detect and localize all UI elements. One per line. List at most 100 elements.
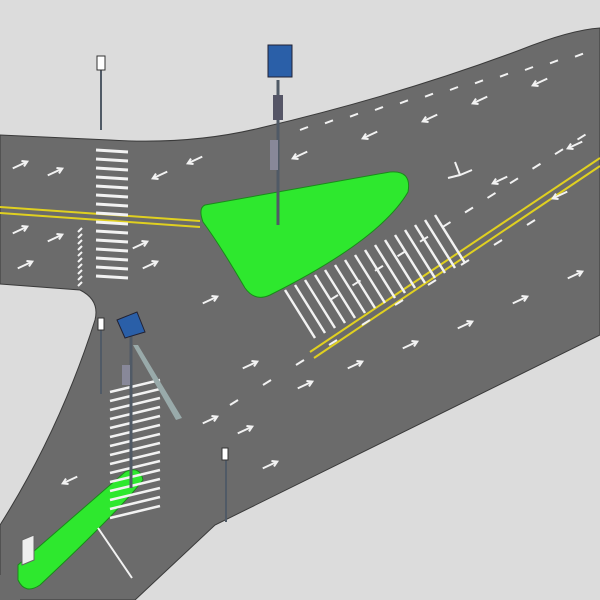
lane-arrow-icon bbox=[185, 155, 203, 165]
lane-arrow-icon bbox=[550, 190, 568, 200]
lane-dash bbox=[399, 99, 409, 105]
lane-dash bbox=[499, 72, 509, 78]
direction-symbol-icon bbox=[447, 161, 473, 179]
lane-dash bbox=[229, 399, 239, 406]
lane-dash bbox=[329, 294, 339, 301]
sign-pole-mid bbox=[97, 317, 105, 394]
arrow-head bbox=[490, 177, 499, 185]
arrow-shaft bbox=[567, 140, 583, 150]
arrow-head bbox=[151, 260, 160, 268]
lane-dash bbox=[474, 79, 484, 85]
lane-dash bbox=[419, 235, 429, 243]
lane-dashes bbox=[229, 52, 587, 406]
stop-line bbox=[77, 239, 83, 245]
lane-dash bbox=[396, 250, 407, 258]
arrow-head bbox=[246, 425, 255, 433]
crosswalk-stripe bbox=[323, 269, 357, 319]
crosswalk-stripe bbox=[303, 279, 337, 329]
arrow-head bbox=[360, 132, 369, 140]
lane-arrow-icon bbox=[347, 360, 365, 370]
crosswalk-stripe bbox=[109, 504, 161, 520]
lane-dash bbox=[374, 106, 384, 111]
stop-line bbox=[77, 281, 83, 287]
lane-dash bbox=[299, 126, 309, 131]
lane-arrow-icon bbox=[420, 113, 438, 123]
lane-arrow-icon bbox=[512, 295, 530, 305]
sign-pole-bottom bbox=[221, 447, 229, 522]
crosswalk-stripe bbox=[109, 423, 161, 439]
crosswalk-stripe bbox=[333, 264, 367, 314]
lane-arrow-icon bbox=[290, 150, 308, 160]
lane-dash bbox=[524, 66, 534, 71]
lane-dash bbox=[351, 279, 362, 287]
arrow-head bbox=[290, 152, 299, 160]
lane-arrow-icon bbox=[470, 95, 488, 105]
arrow-shaft bbox=[47, 167, 63, 177]
arrow-head bbox=[466, 320, 475, 328]
arrow-head bbox=[26, 260, 35, 268]
stop-line bbox=[77, 275, 83, 281]
crosswalk-stripe bbox=[433, 214, 467, 264]
arrow-shaft bbox=[132, 240, 148, 250]
stop-line bbox=[77, 245, 83, 251]
lane-dash bbox=[441, 221, 452, 228]
crosswalk-stripe bbox=[109, 459, 161, 475]
sign-pole-top bbox=[96, 55, 106, 130]
crosswalks bbox=[77, 148, 467, 520]
arrow-shaft bbox=[152, 170, 168, 180]
lane-arrow-icon bbox=[402, 340, 420, 350]
arrow-head bbox=[211, 295, 220, 303]
crosswalk-stripe bbox=[109, 477, 161, 493]
crosswalk-stripe bbox=[95, 274, 129, 280]
crosswalk-stripe bbox=[343, 259, 377, 309]
lane-dash bbox=[554, 148, 564, 156]
arrow-shaft bbox=[237, 425, 253, 435]
arrow-head bbox=[21, 225, 30, 233]
crosswalk-stripe bbox=[423, 219, 457, 269]
arrow-head bbox=[21, 160, 30, 168]
crosswalk-stripe bbox=[95, 247, 129, 253]
lane-dash bbox=[464, 206, 474, 214]
crosswalk-stripe bbox=[95, 256, 129, 262]
lane-dash bbox=[549, 59, 559, 65]
lane-arrow-icon bbox=[490, 175, 508, 185]
lane-dash bbox=[361, 319, 371, 326]
arrow-shaft bbox=[262, 460, 278, 470]
lane-arrow-icon bbox=[567, 270, 585, 280]
arrow-shaft bbox=[362, 130, 378, 140]
arrow-shaft bbox=[187, 155, 203, 165]
crosswalk-stripe bbox=[109, 450, 161, 466]
arrow-shaft bbox=[12, 160, 28, 170]
arrow-head bbox=[185, 157, 194, 165]
lane-dash bbox=[486, 192, 497, 199]
arrow-shaft bbox=[47, 233, 63, 243]
crosswalk-stripe bbox=[95, 157, 129, 163]
stop-line bbox=[77, 251, 83, 257]
arrow-shaft bbox=[347, 360, 363, 370]
lane-arrow-icon bbox=[12, 160, 30, 170]
lane-arrow-icon bbox=[360, 130, 378, 140]
crosswalk-stripe bbox=[95, 166, 129, 172]
lane-dash bbox=[460, 259, 470, 266]
arrow-shaft bbox=[142, 260, 158, 270]
arrow-head bbox=[521, 295, 530, 303]
arrow-shaft bbox=[297, 380, 313, 390]
arrow-head bbox=[306, 380, 315, 388]
lane-arrow-icon bbox=[297, 380, 315, 390]
arrow-head bbox=[576, 270, 585, 278]
lane-arrow-icon bbox=[60, 475, 78, 485]
arrow-head bbox=[56, 167, 65, 175]
crosswalk-stripe bbox=[95, 229, 129, 235]
lane-dash bbox=[526, 219, 536, 226]
lane-arrow-icon bbox=[142, 260, 160, 270]
crosswalk-stripe bbox=[109, 414, 161, 430]
arrow-head bbox=[60, 477, 69, 485]
lane-arrow-icon bbox=[262, 460, 280, 470]
crosswalk-stripe bbox=[109, 468, 161, 484]
lane-arrow-icon bbox=[202, 415, 220, 425]
crosswalk-stripe bbox=[95, 175, 129, 181]
arrow-head bbox=[211, 415, 220, 423]
lane-arrow-icon bbox=[530, 77, 548, 87]
lane-dash bbox=[427, 279, 437, 286]
